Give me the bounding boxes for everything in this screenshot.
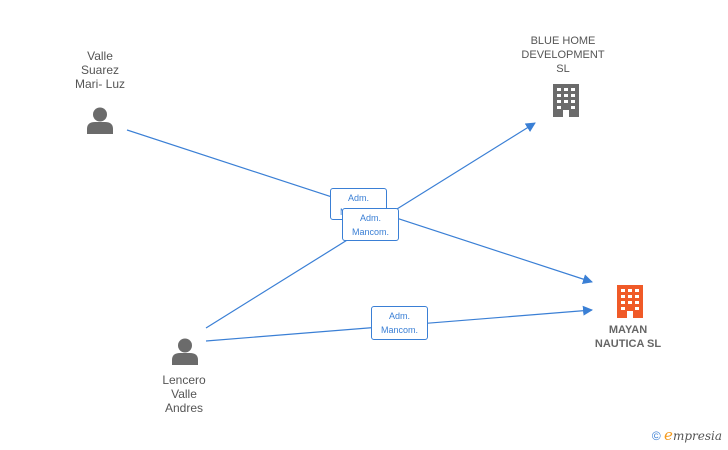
person-label-valle-suarez[interactable]: Valle Suarez Mari- Luz [74,49,125,91]
brand-logo-initial: e [664,426,673,444]
empresia-watermark: © empresia [652,426,722,444]
company-label-blue-home[interactable]: BLUE HOME DEVELOPMENT SL [521,35,605,75]
person-icon [172,338,198,365]
edge-label-box[interactable]: Adm. Mancom. [371,306,428,340]
edge-label-box[interactable]: Adm. Mancom. [342,208,399,241]
building-icon [617,285,643,318]
person-label-lencero-valle[interactable]: Lencero Valle Andres [162,373,206,415]
company-label-mayan-nautica[interactable]: MAYAN NAUTICA SL [594,324,662,350]
person-icon [87,107,113,134]
copyright-symbol: © [651,429,661,443]
building-icon [553,84,579,117]
brand-logo-text: mpresia [672,429,722,443]
